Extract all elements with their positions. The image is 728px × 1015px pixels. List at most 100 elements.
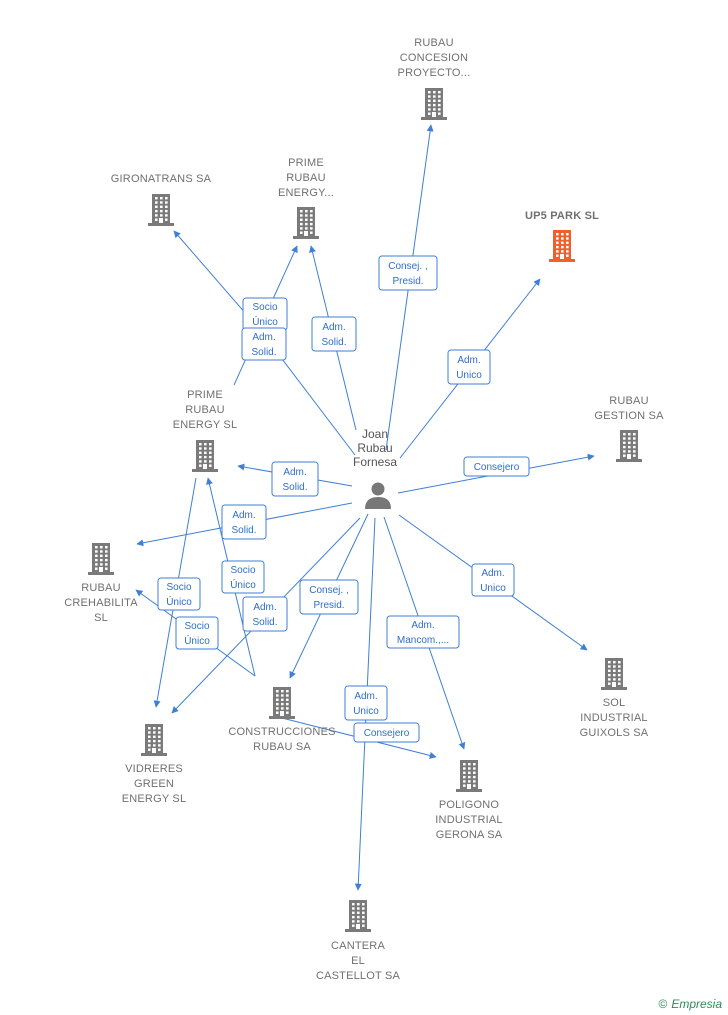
company-name: INDUSTRIAL — [435, 814, 502, 826]
company-name: INDUSTRIAL — [580, 712, 647, 724]
relation-label[interactable]: Consej. ,Presid. — [299, 579, 359, 615]
relation-label[interactable]: Adm.Solid. — [242, 596, 288, 632]
relation-label[interactable]: Adm. Mancom.,... — [386, 615, 460, 649]
company-name: VIDRERES — [125, 763, 183, 775]
relation-label[interactable]: Adm.Solid. — [241, 327, 287, 361]
relation-text: Adm. — [481, 568, 504, 579]
company-name: SL — [94, 612, 108, 624]
company-node-gironatrans[interactable]: GIRONATRANS SA — [111, 173, 212, 226]
company-name: EL — [351, 955, 365, 967]
company-name: UP5 PARK SL — [525, 210, 599, 222]
company-name: RUBAU — [286, 172, 326, 184]
building-icon — [88, 543, 114, 575]
relation-text: Adm. — [411, 620, 434, 631]
relation-text: Solid. — [282, 482, 307, 493]
relation-text: Unico — [480, 583, 506, 594]
company-name: PRIME — [187, 389, 223, 401]
relation-text: Consejero — [364, 728, 410, 739]
company-name: GIRONATRANS SA — [111, 173, 212, 185]
relation-label[interactable]: Consejero — [353, 722, 420, 743]
company-node-rubau-concesion[interactable]: RUBAUCONCESIONPROYECTO... — [398, 37, 471, 120]
building-icon — [269, 687, 295, 719]
relation-box — [221, 560, 265, 594]
company-node-up5-park[interactable]: UP5 PARK SL — [525, 210, 599, 262]
company-node-poligono-industrial[interactable]: POLIGONO INDUSTRIAL GERONA SA — [435, 760, 503, 841]
relation-text: Presid. — [392, 276, 423, 287]
relation-box — [311, 316, 357, 352]
person-icon — [365, 482, 391, 509]
company-name: ENERGY SL — [173, 419, 238, 431]
building-icon — [421, 88, 447, 120]
relation-box — [386, 615, 460, 649]
brand-footer: ©Empresia — [658, 997, 722, 1011]
company-name: GUIXOLS SA — [580, 727, 649, 739]
relation-text: Único — [166, 595, 192, 608]
building-icon — [345, 900, 371, 932]
company-name: RUBAU — [414, 37, 454, 49]
relation-box — [221, 504, 267, 540]
relation-text: Mancom.,... — [397, 635, 449, 646]
company-name: CONSTRUCCIONES — [228, 726, 335, 738]
company-name: POLIGONO — [439, 799, 500, 811]
relation-text: Adm. — [253, 602, 276, 613]
company-name: CONCESION — [400, 52, 468, 64]
relation-box — [242, 596, 288, 632]
relation-label[interactable]: Adm.Solid. — [311, 316, 357, 352]
company-name: GREEN — [134, 778, 174, 790]
company-name: GERONA SA — [436, 829, 503, 841]
relation-label[interactable]: Consej. , Presid. — [378, 255, 438, 291]
relation-box — [271, 461, 319, 497]
relation-label[interactable]: Adm.Solid. — [271, 461, 319, 497]
relation-text: Unico — [353, 706, 379, 717]
company-name: CANTERA — [331, 940, 385, 952]
relation-text: Único — [230, 578, 256, 591]
relation-text: Adm. — [232, 510, 255, 521]
relation-label[interactable]: Adm. Unico — [471, 563, 515, 597]
relation-text: Consej. , — [388, 261, 427, 272]
relation-text: Socio — [252, 302, 277, 313]
relation-box — [344, 685, 388, 721]
building-icon — [601, 658, 627, 690]
relation-box — [299, 579, 359, 615]
relation-text: Consejero — [474, 462, 520, 473]
relation-text: Solid. — [231, 525, 256, 536]
company-node-prime-rubau-energy-sl[interactable]: PRIME RUBAU ENERGY SL — [173, 389, 238, 472]
person-name: Fornesa — [353, 455, 397, 469]
relation-box — [471, 563, 515, 597]
company-name: RUBAU — [185, 404, 225, 416]
building-icon — [192, 440, 218, 472]
relation-text: Unico — [456, 370, 482, 381]
building-icon — [293, 207, 319, 239]
person-name: Rubau — [357, 441, 392, 455]
company-name: PRIME — [288, 157, 324, 169]
relation-label[interactable]: Adm. Unico — [447, 349, 491, 385]
building-icon — [456, 760, 482, 792]
building-icon — [141, 724, 167, 756]
relation-text: Adm. — [252, 332, 275, 343]
relation-labels: Consej. ,Presid.SocioÚnicoAdm.Solid.Adm.… — [157, 255, 530, 743]
relation-box — [175, 616, 219, 650]
relation-label[interactable]: Consejero — [463, 456, 530, 477]
building-icon — [549, 230, 575, 262]
relation-text: Adm. — [457, 355, 480, 366]
relation-label[interactable]: Adm.Unico — [344, 685, 388, 721]
company-name: RUBAU — [81, 582, 121, 594]
relation-text: Consej. , — [309, 585, 348, 596]
relation-box — [463, 456, 530, 477]
relation-box — [378, 255, 438, 291]
building-icon — [616, 430, 642, 462]
relation-label[interactable]: Adm. Solid. — [221, 504, 267, 540]
company-node-prime-rubau-energy-trunc[interactable]: PRIMERUBAUENERGY... — [278, 157, 334, 239]
